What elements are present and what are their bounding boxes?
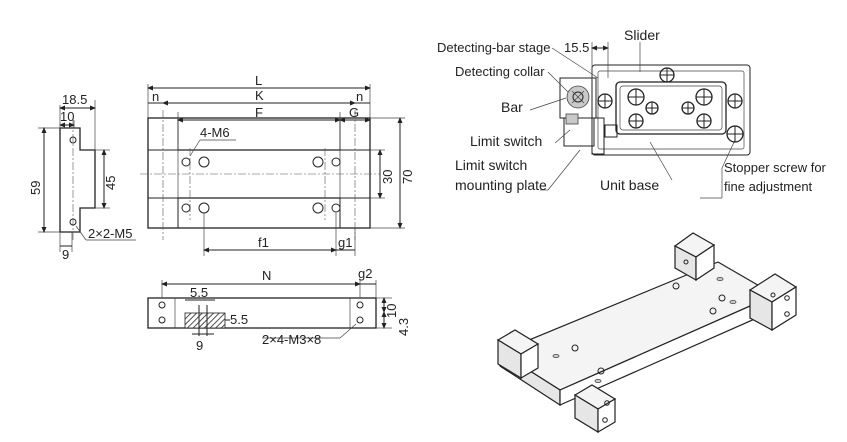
front-taps-label: 2×4-M3×8 xyxy=(262,332,321,347)
label-stopper-2: fine adjustment xyxy=(724,179,813,194)
top-dim-n-right: n xyxy=(356,89,363,104)
front-dim-5-5-right: 5.5 xyxy=(230,312,248,327)
side-dim-59: 59 xyxy=(28,181,43,195)
label-limit-switch: Limit switch xyxy=(470,133,542,149)
top-dim-n-left: n xyxy=(152,89,159,104)
label-stopper-1: Stopper screw for xyxy=(724,160,827,175)
assembly-diagram xyxy=(529,42,751,199)
top-view xyxy=(140,84,405,256)
isometric-view xyxy=(496,232,798,434)
top-dim-g1: g1 xyxy=(338,235,352,250)
side-dim-45: 45 xyxy=(103,176,118,190)
top-dim-L: L xyxy=(255,73,262,88)
label-limit-switch-plate-2: mounting plate xyxy=(455,177,547,193)
top-dim-f1: f1 xyxy=(258,235,269,250)
front-dim-4-3: 4.3 xyxy=(396,318,411,336)
label-detecting-bar-stage: Detecting-bar stage xyxy=(437,40,550,55)
side-dim-10: 10 xyxy=(60,109,74,124)
top-holes-label: 4-M6 xyxy=(200,125,230,140)
top-dim-70: 70 xyxy=(400,170,415,184)
label-slider: Slider xyxy=(624,27,660,43)
side-dim-18-5: 18.5 xyxy=(62,92,87,107)
front-view xyxy=(147,280,392,339)
label-detecting-collar: Detecting collar xyxy=(455,64,545,79)
top-dim-F: F xyxy=(255,105,263,120)
label-unit-base: Unit base xyxy=(600,177,659,193)
front-dim-9: 9 xyxy=(196,338,203,353)
front-dim-10: 10 xyxy=(384,304,399,318)
label-15-5: 15.5 xyxy=(564,40,589,55)
top-dim-K: K xyxy=(255,88,264,103)
side-view xyxy=(38,100,136,252)
assembly-screws xyxy=(597,67,744,143)
front-dim-5-5-top: 5.5 xyxy=(190,285,208,300)
front-dim-g2: g2 xyxy=(358,266,372,281)
label-limit-switch-plate-1: Limit switch xyxy=(455,157,527,173)
side-dim-9: 9 xyxy=(62,247,69,262)
label-bar: Bar xyxy=(501,99,523,115)
top-dim-G: G xyxy=(349,105,359,120)
top-dim-30: 30 xyxy=(380,170,395,184)
front-dim-N: N xyxy=(262,268,271,283)
side-taps-label: 2×2-M5 xyxy=(88,226,132,241)
